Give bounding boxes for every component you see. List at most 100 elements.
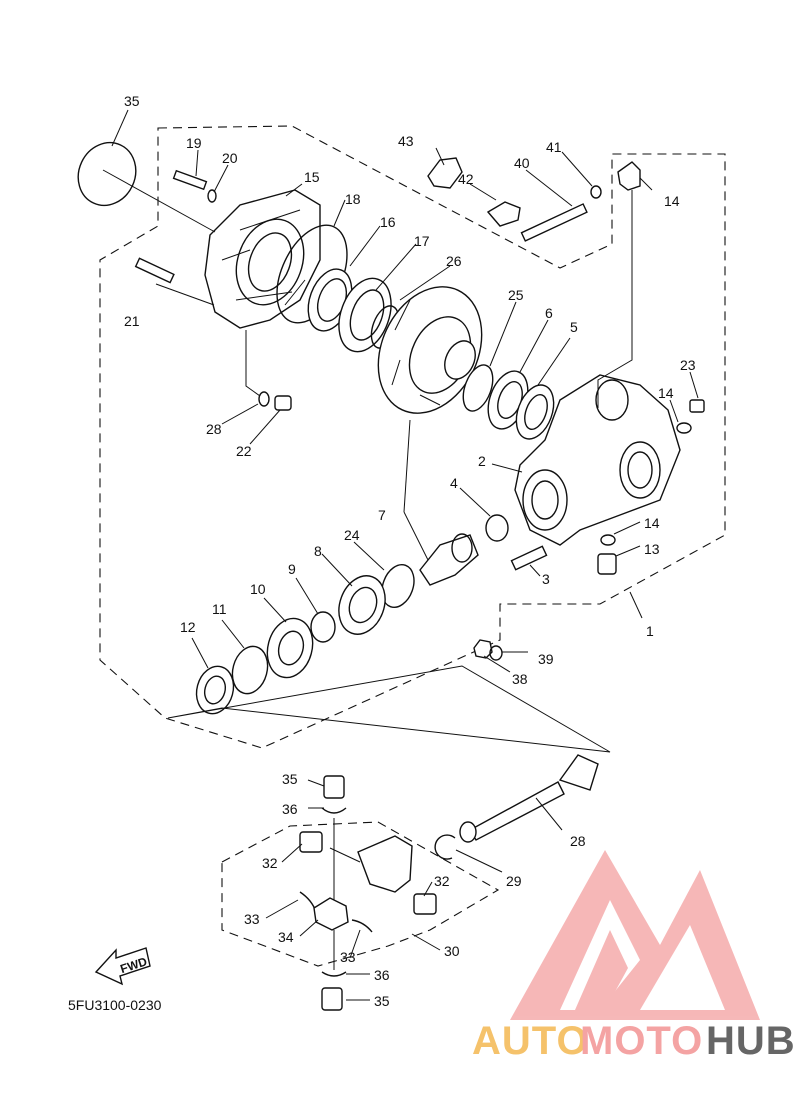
clip-42 [486,201,521,227]
callout-14b: 14 [644,515,660,531]
callout-37: 35 [124,93,140,109]
bearing-cap-35-top [323,775,345,799]
svg-text:HUB: HUB [706,1019,796,1063]
callout-32-left: 32 [262,855,278,871]
bolt-22 [134,257,175,284]
shim-25 [381,563,415,609]
bearing-cap-32-left [299,831,323,853]
callout-17: 16 [380,214,396,230]
plug-23 [274,395,292,411]
assembly-boundary-31 [221,821,500,967]
bolt-20 [172,169,208,191]
callout-1: 1 [646,623,654,639]
callout-25: 24 [344,527,360,543]
washer-39 [489,645,503,661]
callout-43: 43 [398,133,414,149]
callout-10: 10 [250,581,266,597]
leader-lines [102,109,699,1001]
callout-22: 21 [124,313,140,329]
callout-14a: 14 [658,385,674,401]
fwd-arrow-icon: FWD [94,947,151,986]
washer-14-upper [676,422,692,434]
callout-labels: 35 19 20 15 18 16 17 26 21 28 22 43 41 4… [124,93,696,1009]
assembly-boundary-1 [99,125,726,749]
o-ring-37 [77,141,137,207]
callout-32-right: 32 [434,873,450,889]
callout-3: 3 [542,571,550,587]
callout-34: 34 [278,929,294,945]
circlip-36-top [321,807,347,814]
callout-30: 29 [506,873,522,889]
washer-21 [207,189,217,203]
o-ring-11 [231,645,269,695]
nut-10-inner [277,630,305,666]
pinion-gear-7 [419,533,479,586]
callout-18: 17 [414,233,430,249]
svg-text:AUTO: AUTO [472,1019,589,1063]
nut-38 [473,639,493,659]
shim-26 [462,364,494,412]
callout-13: 13 [644,541,660,557]
catalog-code: 5FU3100-0230 [68,997,162,1013]
callout-15: 14 [664,193,680,209]
callout-41: 41 [546,139,562,155]
cover-16 [204,189,321,329]
spacer-4 [485,514,509,542]
breather-15 [617,161,641,191]
callout-11: 11 [212,601,227,617]
yoke [357,835,413,893]
bolt-24 [689,399,705,413]
bearing-18-inner [349,289,385,341]
callout-4: 4 [450,475,458,491]
drive-shaft-29 [459,754,599,843]
tube-40 [520,203,588,242]
circlip-33-right [351,919,373,933]
callout-28: 28 [206,421,222,437]
callout-36-top: 36 [282,801,298,817]
callout-35-bottom: 35 [374,993,390,1009]
stud-3 [510,545,548,571]
callout-20: 19 [186,135,202,151]
washer-41 [590,185,602,199]
callout-9: 9 [288,561,296,577]
circlip-36-bottom [321,971,347,977]
callout-16: 15 [304,169,320,185]
seal-12 [195,665,235,715]
callout-2: 2 [478,453,486,469]
seal-5-inner [524,394,548,430]
callout-23: 22 [236,443,252,459]
circlip-30 [434,834,456,860]
spider-34 [313,897,349,931]
callout-36-bottom: 36 [374,967,390,983]
callout-24: 23 [680,357,696,373]
bearing-8-inner [348,586,378,624]
callout-21: 20 [222,150,238,166]
bearing-cap-35-bottom [321,987,343,1011]
bearing-cap-32-right [413,893,437,915]
seal-12-inner [203,675,227,705]
callout-12: 12 [180,619,196,635]
housing-2 [514,374,681,546]
callout-8: 8 [314,543,322,559]
callout-39: 39 [538,651,554,667]
callout-35-top: 35 [282,771,298,787]
clamp-43 [427,157,463,189]
nut-10 [266,617,314,679]
callout-27: 26 [446,253,462,269]
callout-33-right: 33 [340,949,356,965]
callout-7: 7 [378,507,386,523]
plug-13 [597,553,617,575]
callout-5: 5 [570,319,578,335]
callout-19: 18 [345,191,361,207]
washer-28 [258,391,270,407]
callout-26: 25 [508,287,524,303]
callout-29: 28 [570,833,586,849]
callout-6: 6 [545,305,553,321]
ring-gear [377,286,483,414]
watermark-logo [510,850,760,1020]
callout-31: 30 [444,943,460,959]
watermark-text: AUTO MOTO HUB [472,1019,796,1063]
svg-text:MOTO: MOTO [580,1019,703,1063]
